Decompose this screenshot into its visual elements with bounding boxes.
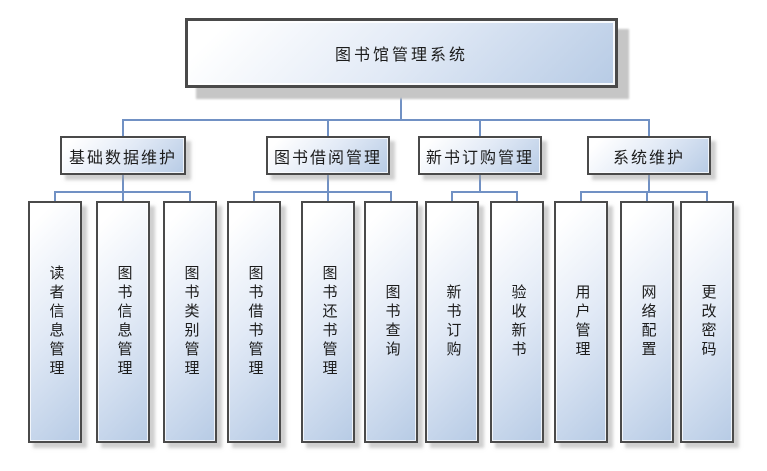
- leaf-label: 验收新书: [509, 284, 526, 360]
- connector-line: [253, 191, 255, 202]
- leaf-label: 图书信息管理: [115, 265, 132, 379]
- node-leaf-book-query: 图书查询: [364, 201, 418, 443]
- connector-line: [327, 191, 329, 202]
- node-leaf-user-mgmt: 用户管理: [554, 201, 608, 443]
- node-branch-borrowing: 图书借阅管理: [266, 136, 390, 175]
- connector-line: [253, 191, 392, 193]
- node-leaf-book-info-mgmt: 图书信息管理: [96, 201, 150, 443]
- node-leaf-reader-info-mgmt: 读者信息管理: [28, 201, 82, 443]
- leaf-label: 图书类别管理: [182, 265, 199, 379]
- node-leaf-new-book-order: 新书订购: [425, 201, 479, 443]
- node-leaf-change-password: 更改密码: [680, 201, 734, 443]
- connector-line: [327, 174, 329, 193]
- connector-line: [122, 119, 124, 136]
- connector-line: [648, 119, 650, 136]
- connector-line: [54, 191, 56, 202]
- connector-line: [646, 191, 648, 202]
- leaf-label: 新书订购: [444, 284, 461, 360]
- connector-line: [122, 119, 650, 121]
- node-branch-ordering: 新书订购管理: [418, 136, 542, 175]
- connector-line: [451, 191, 453, 202]
- node-root: 图书馆管理系统: [185, 18, 618, 88]
- node-leaf-book-lend-mgmt: 图书借书管理: [227, 201, 281, 443]
- connector-line: [390, 191, 392, 202]
- leaf-label: 用户管理: [573, 284, 590, 360]
- node-leaf-accept-new-book: 验收新书: [490, 201, 544, 443]
- connector-line: [580, 191, 708, 193]
- leaf-label: 网络配置: [639, 284, 656, 360]
- leaf-label: 读者信息管理: [47, 265, 64, 379]
- node-branch-basic-data: 基础数据维护: [60, 136, 186, 175]
- leaf-label: 图书借书管理: [246, 265, 263, 379]
- leaf-label: 更改密码: [699, 284, 716, 360]
- node-leaf-book-return-mgmt: 图书还书管理: [301, 201, 355, 443]
- connector-line: [580, 191, 582, 202]
- connector-line: [479, 119, 481, 136]
- connector-line: [400, 88, 402, 121]
- connector-line: [479, 174, 481, 193]
- leaf-label: 图书还书管理: [320, 265, 337, 379]
- connector-line: [706, 191, 708, 202]
- connector-line: [451, 191, 518, 193]
- node-branch-system: 系统维护: [587, 136, 711, 175]
- connector-line: [189, 191, 191, 202]
- connector-line: [648, 174, 650, 193]
- node-leaf-network-config: 网络配置: [620, 201, 674, 443]
- connector-line: [122, 174, 124, 193]
- connector-line: [516, 191, 518, 202]
- connector-line: [122, 191, 124, 202]
- connector-line: [327, 119, 329, 136]
- leaf-label: 图书查询: [383, 284, 400, 360]
- node-leaf-book-category-mgmt: 图书类别管理: [163, 201, 217, 443]
